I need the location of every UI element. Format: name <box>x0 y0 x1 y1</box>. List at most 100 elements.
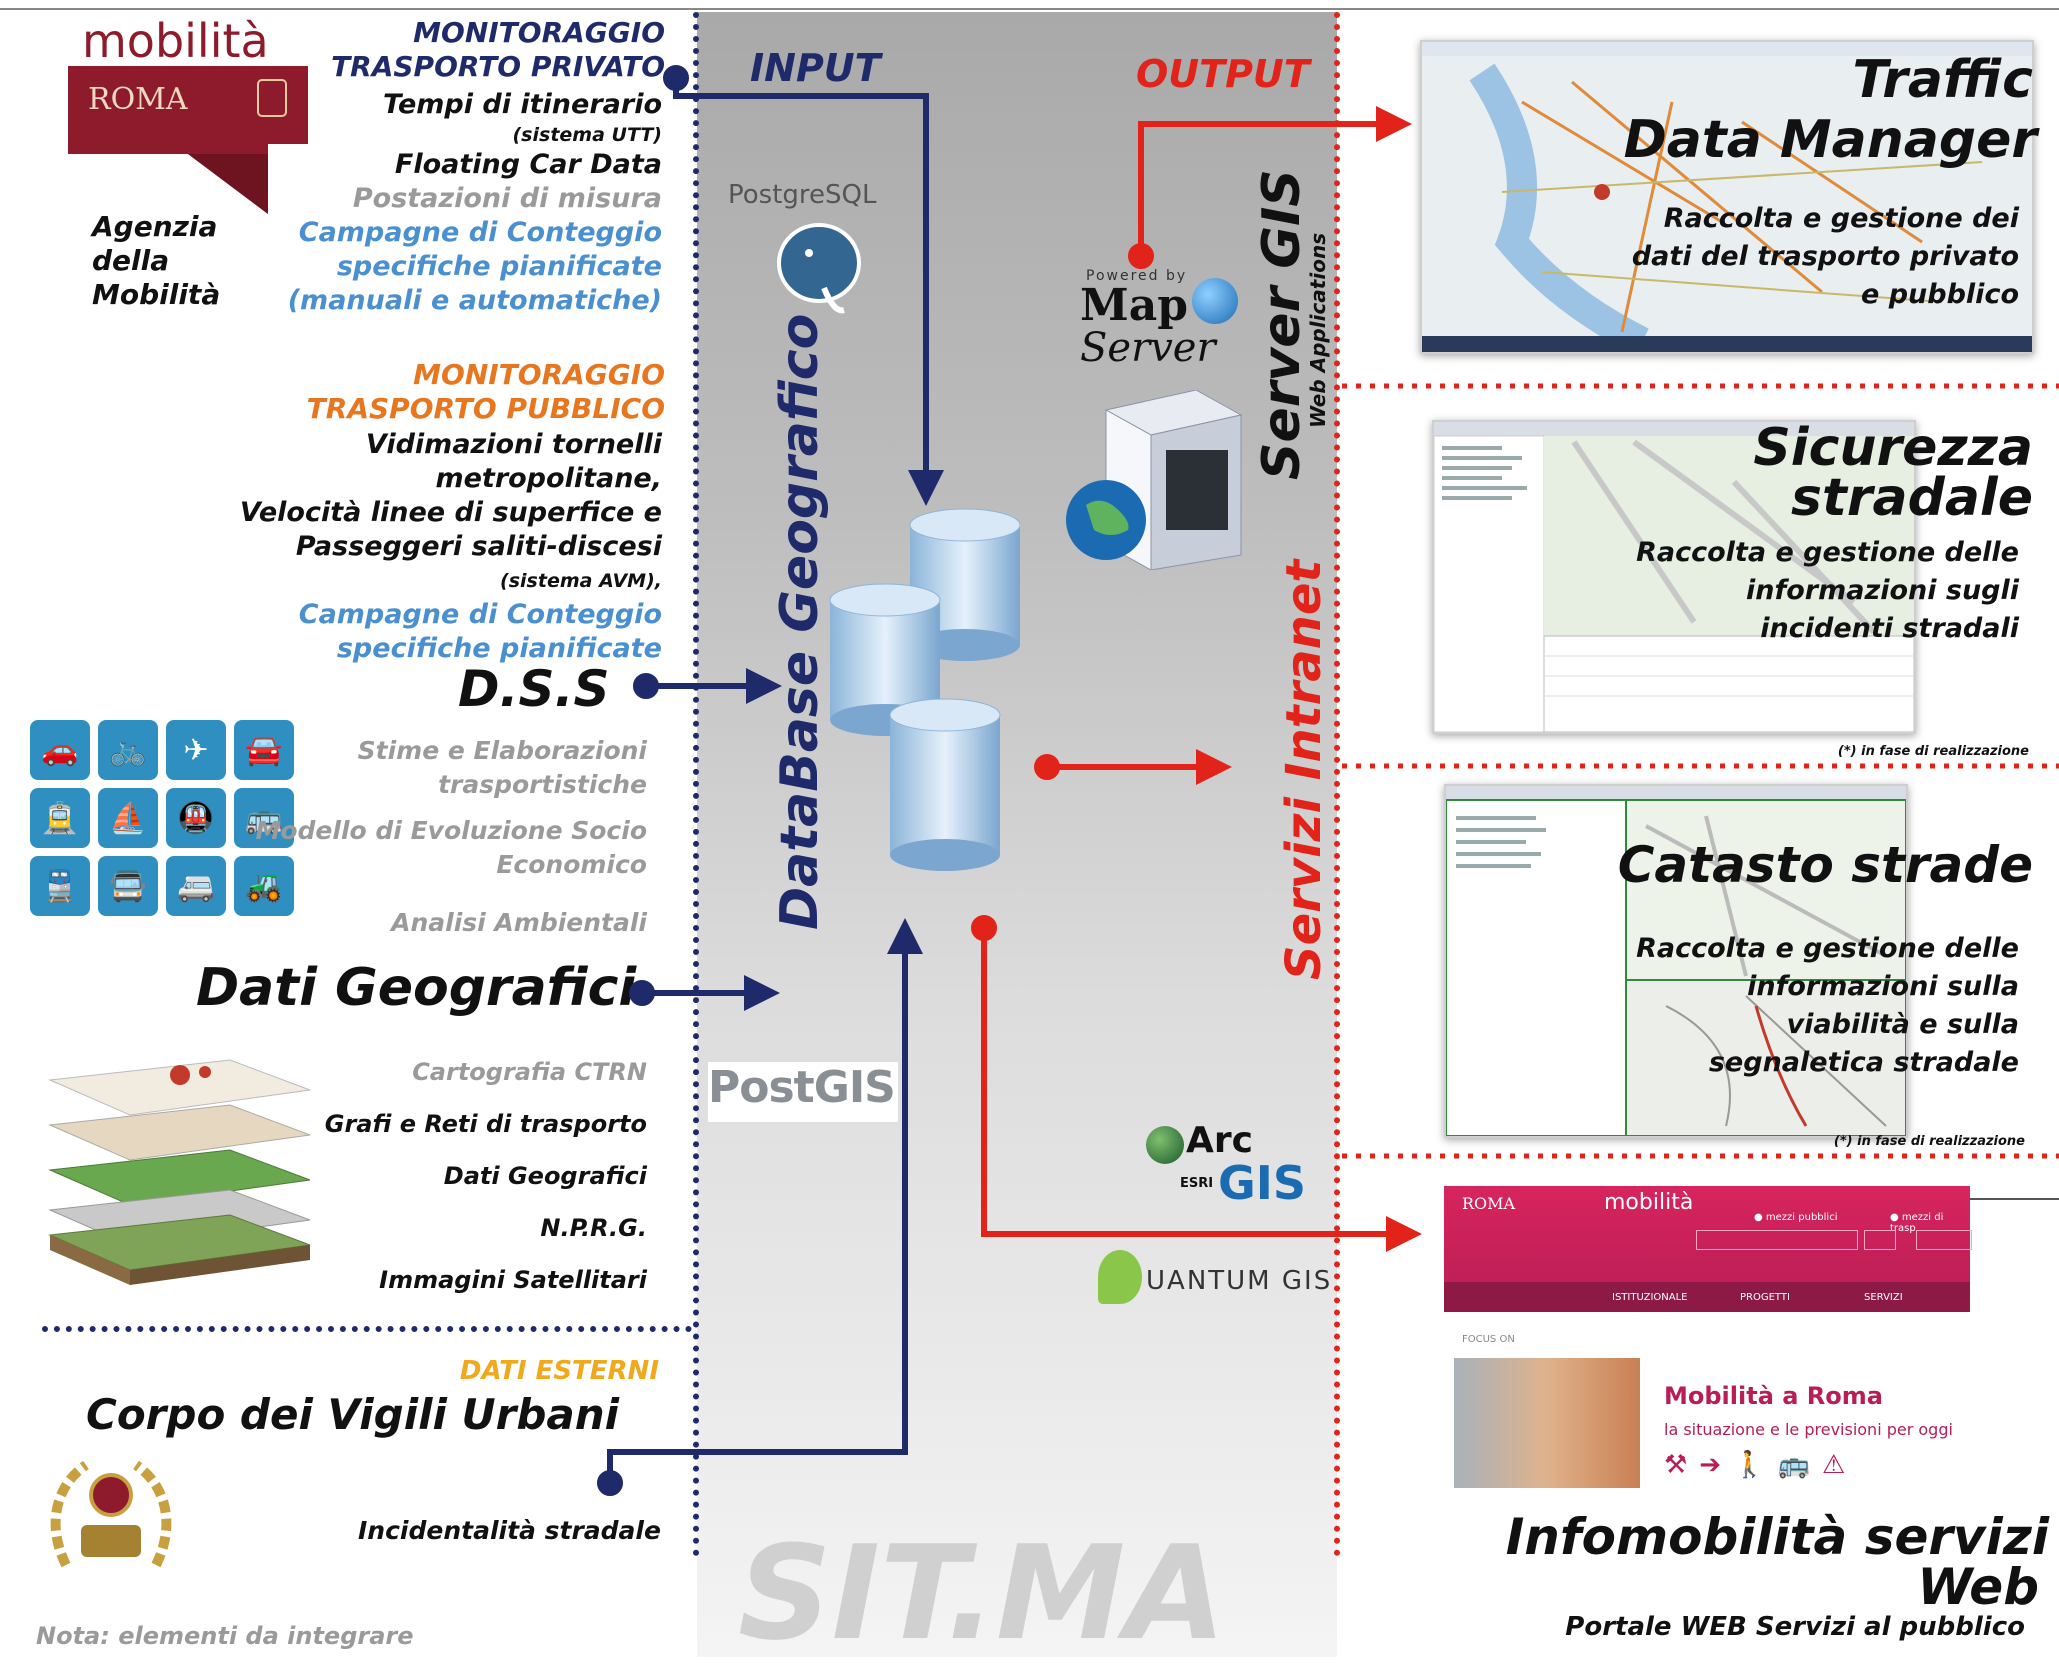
airplane-icon: ✈ <box>166 720 226 780</box>
tdm-title-2: Data Manager <box>1623 110 2037 170</box>
portal-radio-1[interactable]: ● mezzi pubblici <box>1754 1212 1838 1223</box>
input-label: INPUT <box>750 46 881 90</box>
geo-item: Dati Geografici <box>443 1162 647 1190</box>
dss-item: Stime e Elaborazioni <box>357 736 647 765</box>
external-label: DATI ESTERNI <box>459 1356 659 1386</box>
postgresql-logo: PostgreSQL <box>728 180 908 330</box>
bus-icon: 🚌 <box>234 788 294 848</box>
geo-title: Dati Geografici <box>196 958 637 1018</box>
public-item: metropolitane, <box>435 463 662 494</box>
transport-icons-grid: 🚗 🚲 ✈ 🚘 🚊 ⛵ 🚇 🚌 🚆 🚍 🚐 🚜 <box>30 720 300 916</box>
external-item: Incidentalità stradale <box>358 1516 661 1545</box>
output-border-dotted <box>1334 12 1340 1557</box>
sailboat-icon: ⛵ <box>98 788 158 848</box>
catasto-note: (*) in fase di realizzazione <box>1833 1134 2025 1149</box>
portal-headline[interactable]: Mobilità a Roma <box>1664 1382 1883 1410</box>
bicycle-icon: 🚲 <box>98 720 158 780</box>
catasto-title: Catasto strade <box>1617 836 2033 894</box>
public-item: Vidimazioni tornelli <box>365 429 662 460</box>
mapserver-powered: Powered by <box>1086 268 1188 284</box>
portal-sub: la situazione e le previsioni per oggi <box>1664 1420 1953 1439</box>
agency-name: Agenzia della Mobilità <box>92 210 220 312</box>
geo-item: N.P.R.G. <box>540 1214 647 1242</box>
catasto-desc-line: segnaletica stradale <box>1708 1047 2019 1078</box>
arcgis-logo: Arc ESRI GIS <box>1146 1120 1336 1215</box>
qgis-text: UANTUM GIS <box>1146 1266 1333 1296</box>
output-label: OUTPUT <box>1136 52 1310 96</box>
portal-service-icons: ⚒➔🚶🚌⚠ <box>1664 1450 1858 1480</box>
tdm-desc-line: e pubblico <box>1861 279 2019 310</box>
safety-desc-line: incidenti stradali <box>1760 613 2019 644</box>
car-icon: 🚗 <box>30 720 90 780</box>
private-item: (manuali e automatiche) <box>287 285 662 316</box>
catasto-desc-line: viabilità e sulla <box>1786 1009 2019 1040</box>
private-item: Tempi di itinerario <box>383 89 662 120</box>
geo-item: Immagini Satellitari <box>379 1266 647 1294</box>
input-border-dotted <box>693 12 699 1557</box>
portal-nav-item[interactable]: ISTITUZIONALE <box>1612 1292 1688 1303</box>
public-item: specifiche pianificate <box>336 633 662 664</box>
portal-radio-1-label: mezzi pubblici <box>1765 1212 1838 1223</box>
portal-search-input-2[interactable] <box>1864 1230 1896 1250</box>
portal-edge-line <box>1970 1198 2059 1200</box>
top-rule <box>0 8 2059 10</box>
public-item: Passeggeri saliti-discesi <box>295 531 662 562</box>
dss-item: Analisi Ambientali <box>391 908 647 937</box>
safety-title-2: stradale <box>1791 468 2033 528</box>
car-front-icon: 🚘 <box>234 720 294 780</box>
agency-line-1: Agenzia <box>92 210 218 243</box>
logo-bottom-text: ROMA <box>88 82 188 117</box>
portal-radio-2-label: mezzi di trasp <box>1890 1212 1944 1234</box>
public-items: Vidimazioni tornelli metropolitane, Velo… <box>240 428 662 666</box>
police-emblem <box>46 1455 176 1590</box>
mapserver-logo: Powered by Map Server <box>1080 268 1250 378</box>
portal-roma: ROMA <box>1462 1194 1516 1213</box>
portal-mobilita: mobilità <box>1604 1190 1694 1215</box>
postgresql-text: PostgreSQL <box>728 180 877 210</box>
tdm-desc-line: Raccolta e gestione dei <box>1663 203 2019 234</box>
postgis-text: PostGIS <box>708 1062 896 1113</box>
private-items: Tempi di itinerario (sistema UTT) Floati… <box>288 88 662 318</box>
portal-nav: ISTITUZIONALE PROGETTI SERVIZI <box>1444 1282 1970 1312</box>
geo-item: Cartografia CTRN <box>412 1058 647 1086</box>
server-icon <box>1066 389 1246 571</box>
arcgis-arc: Arc <box>1186 1120 1253 1161</box>
database-cylinders <box>820 505 1021 885</box>
sitma-title: SIT.MA <box>738 1517 1226 1669</box>
private-item: specifiche pianificate <box>336 251 662 282</box>
globe-icon <box>1192 278 1238 324</box>
external-title: Corpo dei Vigili Urbani <box>86 1390 620 1439</box>
portal-photo <box>1454 1358 1640 1488</box>
safety-note: (*) in fase di realizzazione <box>1837 744 2029 759</box>
arcgis-gis: GIS <box>1218 1156 1307 1210</box>
safety-desc-line: Raccolta e gestione delle <box>1636 537 2019 568</box>
portal-search-input-3[interactable] <box>1916 1230 1972 1250</box>
info-title-1: Infomobilità servizi <box>1505 1508 2049 1566</box>
portal-nav-item[interactable]: SERVIZI <box>1864 1292 1903 1303</box>
private-item: Floating Car Data <box>394 149 662 180</box>
qgis-logo: UANTUM GIS <box>1098 1250 1338 1310</box>
public-item: (sistema AVM), <box>500 570 662 592</box>
catasto-screenshot <box>1444 784 1908 1138</box>
tractor-icon: 🚜 <box>234 856 294 916</box>
agency-line-3: Mobilità <box>92 278 221 311</box>
portal-radio-2[interactable]: ● mezzi di trasp <box>1890 1212 1944 1234</box>
safety-desc: Raccolta e gestione delle informazioni s… <box>1636 534 2019 648</box>
geo-items: Cartografia CTRN Grafi e Reti di traspor… <box>325 1046 647 1306</box>
catasto-desc-line: informazioni sulla <box>1747 971 2019 1002</box>
public-title-1: MONITORAGGIO <box>413 358 665 391</box>
arcgis-esri: ESRI <box>1180 1176 1214 1191</box>
note-text: Nota: elementi da integrare <box>36 1622 414 1650</box>
public-item: Velocità linee di superfice e <box>239 497 662 528</box>
postgis-logo: PostGIS <box>708 1062 898 1122</box>
portal-nav-item[interactable]: PROGETTI <box>1740 1292 1790 1303</box>
separator-dotted-blue <box>42 1326 692 1332</box>
private-title-1: MONITORAGGIO <box>413 16 665 49</box>
dss-items: Stime e Elaborazioni trasportistiche Mod… <box>255 734 647 940</box>
safety-title-1: Sicurezza <box>1753 418 2033 478</box>
portal-search-input[interactable] <box>1696 1230 1858 1250</box>
geo-item: Grafi e Reti di trasporto <box>324 1110 647 1138</box>
private-item: Postazioni di misura <box>352 183 662 214</box>
private-item: Campagne di Conteggio <box>298 217 662 248</box>
